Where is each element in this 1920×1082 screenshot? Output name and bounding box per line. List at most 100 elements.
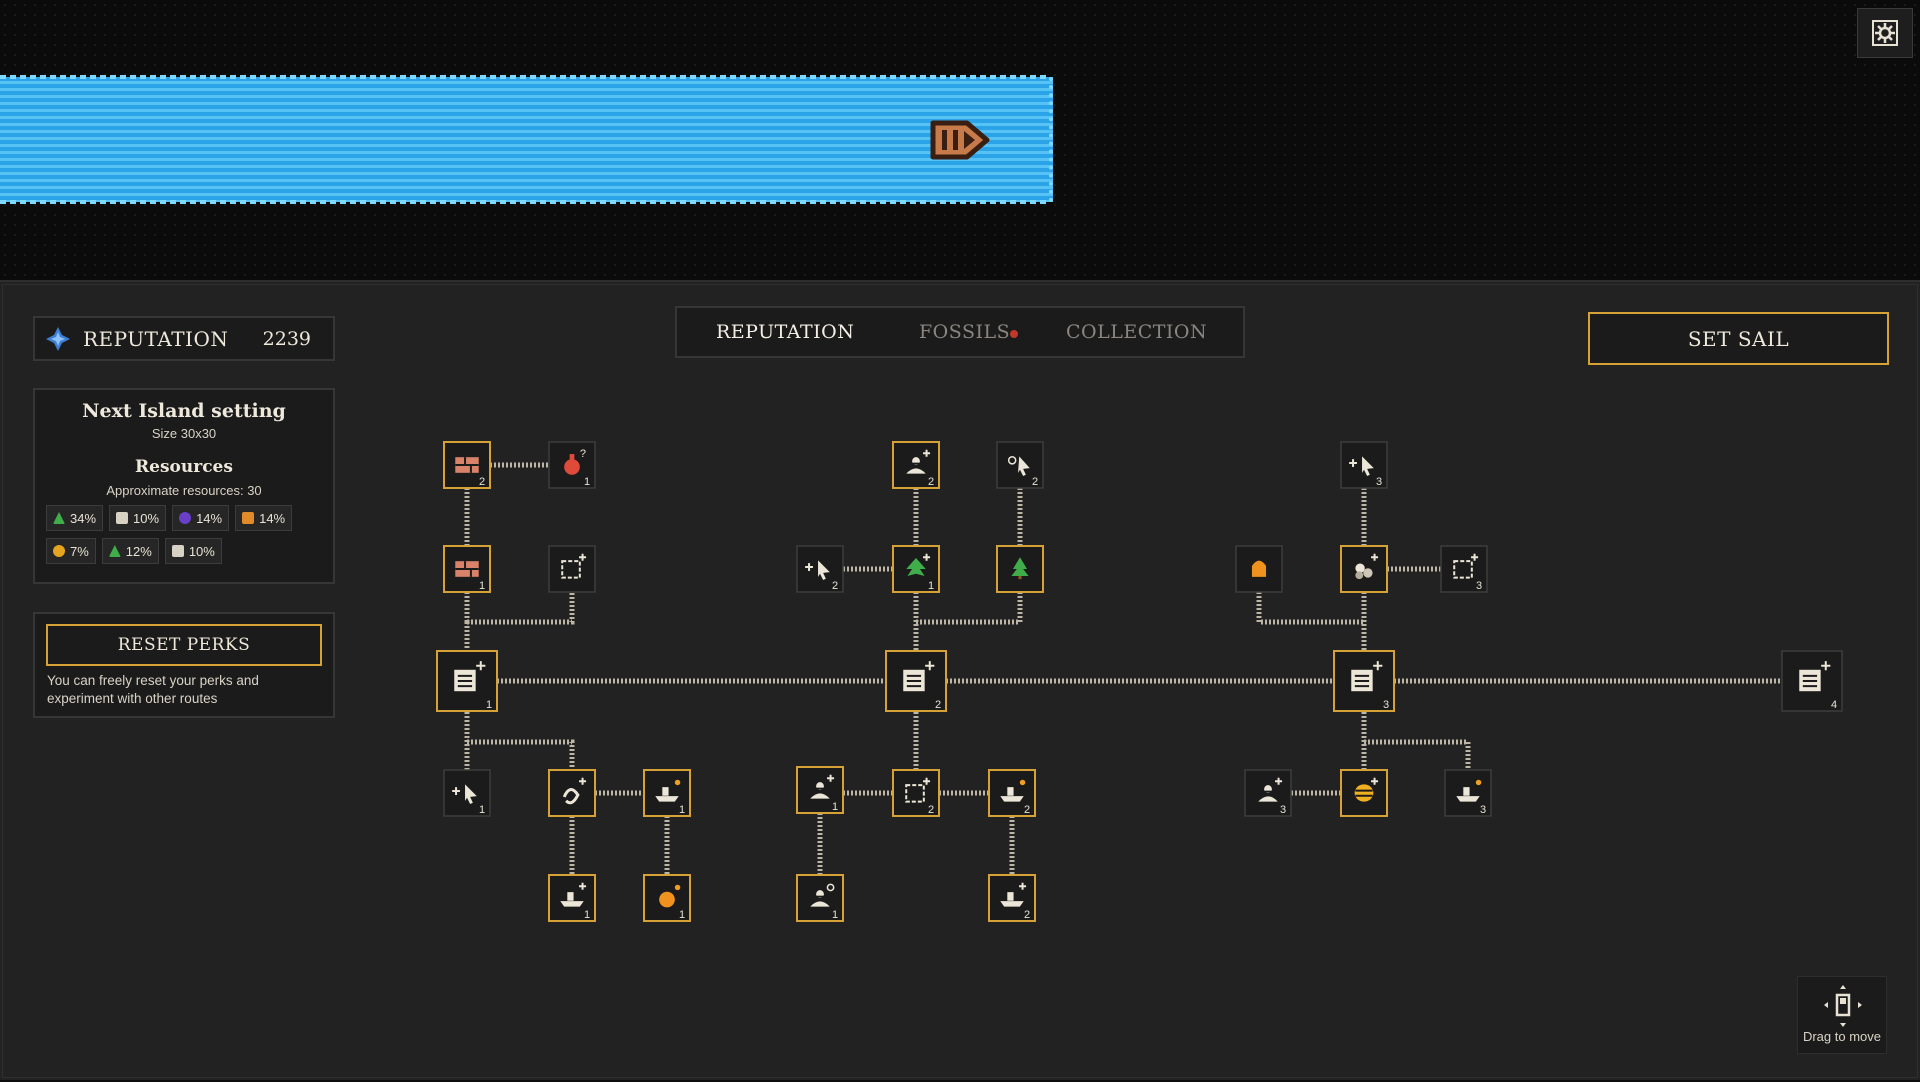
next-island-settings: Next Island setting Size 30x30 Resources…	[33, 388, 335, 584]
perk-node[interactable]: 1	[443, 769, 491, 817]
perk-node[interactable]: 4	[1781, 650, 1843, 712]
perk-node[interactable]: 1	[548, 874, 596, 922]
resource-chip: 34%	[46, 505, 104, 531]
worker-plus-icon	[1258, 777, 1283, 802]
perk-level: 1	[679, 804, 685, 816]
ship-dot-icon	[655, 779, 681, 802]
settings-button[interactable]	[1857, 8, 1913, 58]
perk-level: 1	[584, 476, 590, 488]
beehive-icon	[53, 545, 65, 557]
perk-node[interactable]: 2	[892, 441, 940, 489]
drag-to-move-hint[interactable]: Drag to move	[1797, 976, 1887, 1054]
perk-node[interactable]: 1	[643, 874, 691, 922]
worker-plus-icon	[810, 774, 835, 799]
frame-plus-icon	[905, 777, 931, 803]
set-sail-button[interactable]: SET SAIL	[1588, 312, 1889, 365]
perk-node[interactable]	[1340, 769, 1388, 817]
perk-node[interactable]: 2	[988, 769, 1036, 817]
perk-level: 1	[479, 804, 485, 816]
island-size: Size 30x30	[151, 426, 217, 441]
ship-dot-icon	[1000, 779, 1026, 802]
perk-node[interactable]: 3	[1340, 441, 1388, 489]
perk-node[interactable]: ?1	[548, 441, 596, 489]
perk-node[interactable]: 1	[796, 874, 844, 922]
resources-title: Resources	[135, 457, 233, 477]
perk-node[interactable]: 2	[988, 874, 1036, 922]
perk-node[interactable]: 3	[1444, 769, 1492, 817]
reputation-counter: REPUTATION 2239	[33, 316, 335, 361]
mystery-potion-icon: ?	[564, 448, 586, 475]
frame-plus-icon	[561, 553, 587, 579]
perk-node[interactable]: 3	[1244, 769, 1292, 817]
island-title: Next Island setting	[82, 400, 286, 422]
perk-node[interactable]: 2	[892, 769, 940, 817]
reputation-label: REPUTATION	[83, 326, 229, 351]
perk-node[interactable]: 1	[643, 769, 691, 817]
tab-collection[interactable]: COLLECTION	[1066, 321, 1208, 343]
perk-node[interactable]: 3	[1333, 650, 1395, 712]
leaf-plus-icon	[906, 553, 931, 577]
sea-map	[0, 0, 1920, 280]
perk-node[interactable]: 2	[996, 441, 1044, 489]
scroll-plus-icon	[454, 661, 486, 692]
perk-node[interactable]: 3	[1440, 545, 1488, 593]
perk-level: 1	[479, 580, 485, 592]
settings-gear-icon	[1872, 20, 1898, 46]
tab-reputation[interactable]: REPUTATION	[716, 321, 855, 343]
resource-percent: 14%	[196, 510, 223, 526]
reset-perks-button[interactable]: RESET PERKS	[46, 624, 322, 666]
perk-level: 1	[928, 580, 934, 592]
perk-level: 4	[1831, 699, 1837, 711]
perk-node[interactable]: 2	[443, 441, 491, 489]
reset-perks-description: You can freely reset your perks and expe…	[47, 673, 259, 706]
perk-level: 3	[1383, 699, 1389, 711]
perk-connector	[467, 592, 575, 625]
orange-fruit-icon	[659, 884, 681, 908]
perk-connector	[916, 592, 1023, 625]
resource-chip: 10%	[109, 505, 167, 531]
perk-node[interactable]: 1	[796, 766, 844, 814]
resource-chip: 14%	[235, 505, 293, 531]
tree-icon	[1011, 557, 1029, 580]
ship-plus-icon	[1000, 882, 1027, 907]
perk-level: 3	[1376, 476, 1382, 488]
sea-route-strip	[0, 75, 1053, 204]
drag-move-icon	[1824, 985, 1862, 1027]
resource-chip: 7%	[46, 538, 96, 564]
tab-fossils[interactable]: FOSSILS	[919, 321, 1011, 343]
cursor-plus-icon	[805, 560, 830, 580]
rock-icon	[171, 545, 184, 557]
resource-percent: 34%	[70, 510, 97, 526]
worker-plus-icon	[906, 449, 931, 474]
perk-node[interactable]	[548, 769, 596, 817]
perk-node[interactable]	[1235, 545, 1283, 593]
berry-icon	[179, 512, 192, 524]
perk-node[interactable]: 1	[436, 650, 498, 712]
ship-dot-icon	[1456, 779, 1482, 802]
perk-level: 2	[1024, 804, 1030, 816]
resource-percent: 7%	[70, 543, 89, 559]
perk-level: 2	[935, 699, 941, 711]
resource-row: 7% 12% 10%	[46, 538, 333, 564]
boat-icon	[930, 120, 990, 160]
perk-node[interactable]	[548, 545, 596, 593]
recycle-icon	[116, 512, 129, 524]
resource-percent: 12%	[125, 543, 152, 559]
scroll-plus-icon	[1351, 661, 1383, 692]
stones-plus-icon	[1355, 553, 1379, 580]
perk-node[interactable]	[996, 545, 1044, 593]
perk-node[interactable]: 2	[796, 545, 844, 593]
perk-connector	[1256, 592, 1364, 625]
perk-level: 1	[584, 909, 590, 921]
perk-node[interactable]: 1	[892, 545, 940, 593]
perk-node[interactable]: 2	[885, 650, 947, 712]
tab-bar: REPUTATION FOSSILS COLLECTION	[675, 306, 1245, 358]
perk-node[interactable]: 1	[443, 545, 491, 593]
drag-hint-label: Drag to move	[1802, 1029, 1882, 1044]
perk-level: 1	[679, 909, 685, 921]
reputation-value: 2239	[262, 327, 311, 350]
resource-chip: 10%	[164, 538, 222, 564]
perk-level: 1	[832, 909, 838, 921]
perk-node[interactable]	[1340, 545, 1388, 593]
